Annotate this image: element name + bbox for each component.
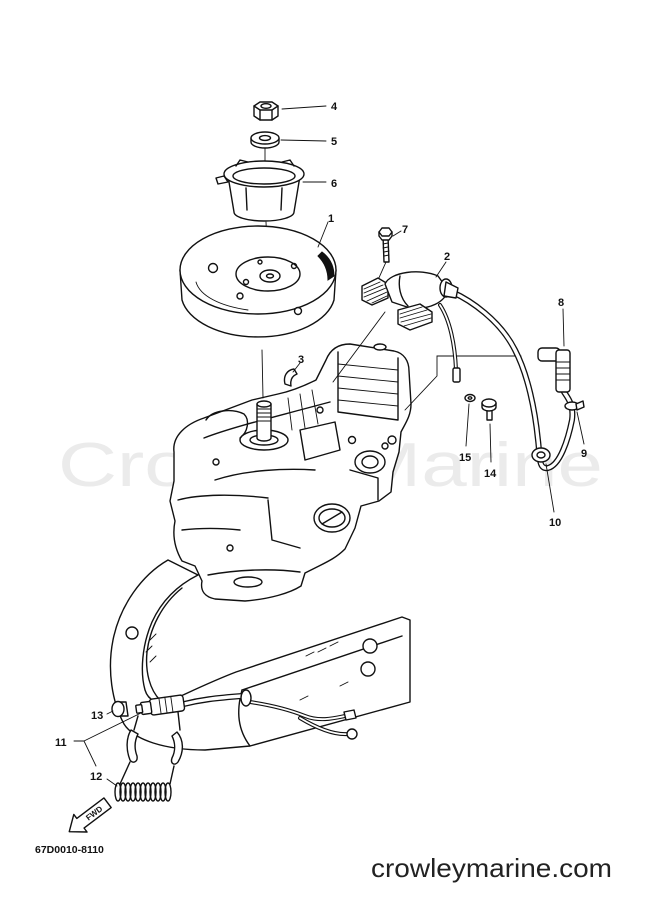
- part-9-clamp: [564, 400, 585, 411]
- callout-1: 1: [328, 213, 334, 225]
- callout-12: 12: [90, 771, 102, 783]
- callout-labels: 1 2 3 4 5 6 7 8 9 10 11 12 13 14 15: [55, 101, 587, 783]
- part-11-stop-switch: [135, 689, 358, 740]
- callout-11: 11: [55, 737, 67, 749]
- part-7-bolt: [378, 227, 393, 263]
- powerhead-block: [169, 343, 412, 602]
- part-3-key: [283, 368, 298, 387]
- part-15-washer: [464, 393, 476, 403]
- callout-10: 10: [549, 517, 561, 529]
- leader-lines: [73, 105, 585, 787]
- crankshaft-end: [239, 400, 289, 451]
- part-12-lanyard: [114, 711, 184, 802]
- callout-13: 13: [91, 710, 103, 722]
- part-5-washer: [250, 131, 280, 149]
- callout-2: 2: [444, 251, 450, 263]
- part-14-screw: [481, 398, 497, 421]
- coil-spring: [114, 782, 172, 802]
- part-1-flywheel: [179, 225, 337, 338]
- part-13-cap: [111, 700, 129, 718]
- drawing-code: 67D0010-8110: [35, 844, 104, 856]
- callout-8: 8: [558, 297, 564, 309]
- callout-9: 9: [581, 448, 587, 460]
- part-10-grommet: [531, 447, 551, 463]
- ground-wire: [438, 303, 461, 383]
- part-2-ignition-coil: [361, 271, 453, 331]
- callout-5: 5: [331, 136, 337, 148]
- part-6-sleeve: [215, 159, 305, 222]
- callout-15: 15: [459, 452, 471, 464]
- part-4-nut: [253, 101, 279, 121]
- footer-site: crowleymarine.com: [371, 853, 612, 883]
- forward-direction-arrow: FWD: [68, 797, 112, 833]
- callout-14: 14: [484, 468, 497, 480]
- callout-3: 3: [298, 354, 304, 366]
- callout-7: 7: [402, 224, 408, 236]
- callout-6: 6: [331, 178, 337, 190]
- part-8-plug-cap: [537, 347, 571, 393]
- filler-cap: [313, 503, 351, 533]
- callout-4: 4: [331, 101, 338, 113]
